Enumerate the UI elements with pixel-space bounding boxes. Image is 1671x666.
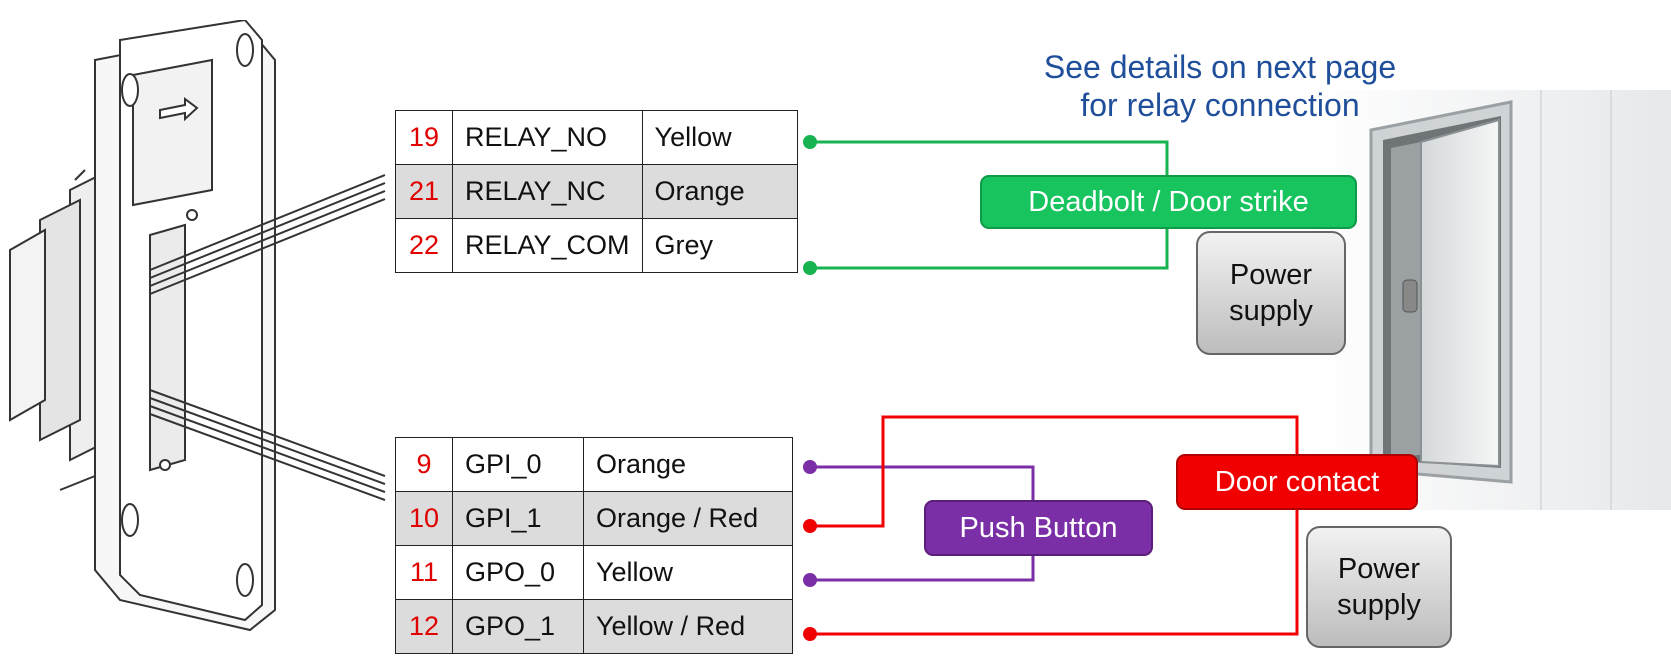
pin-number: 11 <box>395 545 453 600</box>
table-row: 19 RELAY_NO Yellow <box>395 110 798 165</box>
reader-device-drawing <box>9 20 386 632</box>
wire-gpo1 <box>810 508 1299 636</box>
pin-number: 22 <box>395 218 453 273</box>
table-row: 21 RELAY_NC Orange <box>395 164 798 219</box>
door-illustration <box>1311 90 1671 510</box>
wire-color: Yellow <box>583 545 793 600</box>
wire-gpo0 <box>810 554 1035 582</box>
wire-gpi1 <box>810 415 1299 528</box>
table-row: 10 GPI_1 Orange / Red <box>395 491 793 546</box>
wire-relay-no <box>810 140 1169 177</box>
terminal-dot <box>803 519 817 533</box>
deadbolt-door-strike-box: Deadbolt / Door strike <box>980 175 1357 229</box>
power-supply-relay: Power supply <box>1196 231 1346 355</box>
relay-note-line-1: See details on next page <box>1043 49 1397 85</box>
wire-relay-com <box>810 229 1169 270</box>
signal-name: GPI_1 <box>452 491 584 546</box>
relay-note-line-2: for relay connection <box>1080 87 1360 123</box>
terminal-dot <box>803 627 817 641</box>
push-button-box: Push Button <box>924 500 1153 556</box>
relay-pin-table: 19 RELAY_NO Yellow 21 RELAY_NC Orange 22… <box>395 110 798 273</box>
signal-name: RELAY_NO <box>452 110 643 165</box>
wire-color: Yellow / Red <box>583 599 793 654</box>
power-supply-label-line-1: Power <box>1229 259 1313 291</box>
pin-number: 19 <box>395 110 453 165</box>
pin-number: 9 <box>395 437 453 492</box>
pin-number: 10 <box>395 491 453 546</box>
power-supply-door-contact: Power supply <box>1306 526 1452 648</box>
power-supply-label-line-1: Power <box>1337 553 1421 585</box>
wire-color: Yellow <box>641 110 798 165</box>
gpio-pin-table: 9 GPI_0 Orange 10 GPI_1 Orange / Red 11 … <box>395 437 793 654</box>
terminal-dot <box>803 460 817 474</box>
table-row: 12 GPO_1 Yellow / Red <box>395 599 793 654</box>
signal-name: GPI_0 <box>452 437 584 492</box>
pin-number: 12 <box>395 599 453 654</box>
wire-color: Orange <box>583 437 793 492</box>
signal-name: RELAY_COM <box>452 218 643 273</box>
wire-color: Orange <box>641 164 798 219</box>
wire-gpi0 <box>810 465 1035 502</box>
table-row: 22 RELAY_COM Grey <box>395 218 798 273</box>
signal-name: GPO_0 <box>452 545 584 600</box>
wire-color: Orange / Red <box>583 491 793 546</box>
terminal-dot <box>803 135 817 149</box>
signal-name: GPO_1 <box>452 599 584 654</box>
terminal-dot <box>803 261 817 275</box>
terminal-dot <box>803 573 817 587</box>
power-supply-label-line-2: supply <box>1229 295 1313 327</box>
table-row: 11 GPO_0 Yellow <box>395 545 793 600</box>
wire-color: Grey <box>641 218 798 273</box>
door-contact-box: Door contact <box>1176 454 1418 510</box>
relay-note: See details on next page for relay conne… <box>1000 48 1440 124</box>
signal-name: RELAY_NC <box>452 164 643 219</box>
pin-number: 21 <box>395 164 453 219</box>
table-row: 9 GPI_0 Orange <box>395 437 793 492</box>
power-supply-label-line-2: supply <box>1337 589 1421 621</box>
